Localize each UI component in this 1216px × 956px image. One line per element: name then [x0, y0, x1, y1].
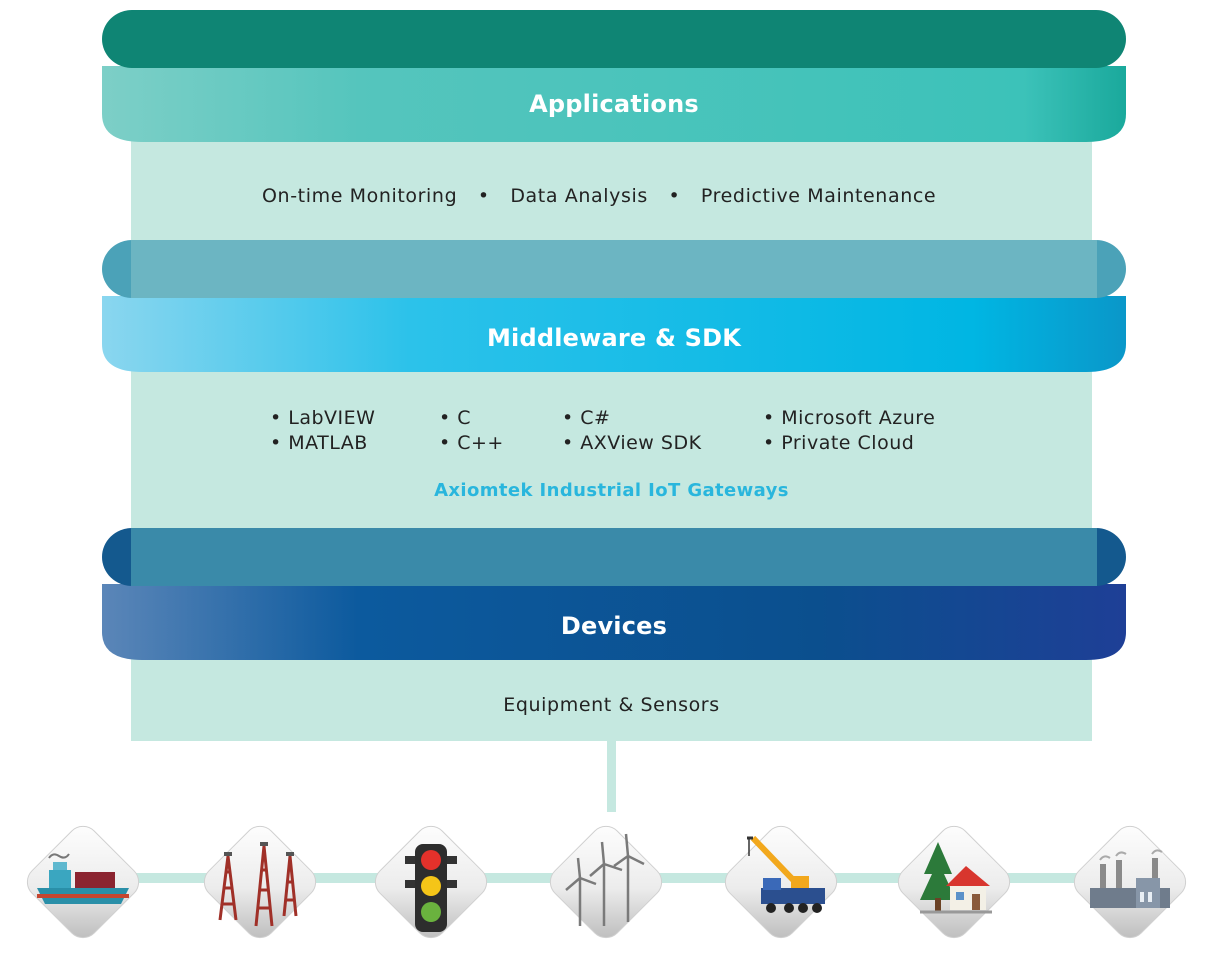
- sdk-item: • AXView SDK: [562, 432, 702, 454]
- sdk-item: • C++: [439, 432, 504, 454]
- bullet-separator: •: [668, 185, 681, 207]
- sdk-item: • C: [439, 407, 472, 429]
- factory-icon: [1056, 808, 1204, 956]
- crane-truck-icon: [707, 808, 855, 956]
- wind-turbine-icon: [532, 808, 680, 956]
- applications-items: On-time Monitoring • Data Analysis • Pre…: [262, 185, 936, 207]
- sdk-item: • C#: [562, 407, 611, 429]
- bullet-separator: •: [477, 185, 490, 207]
- devices-title: Devices: [560, 612, 668, 640]
- middleware-band: Middleware & SDK: [102, 240, 1126, 372]
- ship-icon: [9, 808, 157, 956]
- sdk-item: • LabVIEW: [270, 407, 376, 429]
- app-item: Data Analysis: [510, 185, 648, 207]
- sdk-item: • Microsoft Azure: [763, 407, 936, 429]
- connection-stem: [607, 740, 616, 812]
- oil-rig-icon: [186, 808, 334, 956]
- traffic-light-icon: [357, 808, 505, 956]
- devices-subtitle: Equipment & Sensors: [503, 694, 720, 716]
- devices-band: Devices: [102, 528, 1126, 660]
- sdk-item: • Private Cloud: [763, 432, 915, 454]
- gateway-label: Axiomtek Industrial IoT Gateways: [434, 480, 789, 501]
- applications-band: Applications: [102, 10, 1126, 142]
- applications-title: Applications: [529, 90, 699, 118]
- app-item: On-time Monitoring: [262, 185, 458, 207]
- sdk-item: • MATLAB: [270, 432, 368, 454]
- middleware-title: Middleware & SDK: [486, 324, 742, 352]
- house-icon: [880, 808, 1028, 956]
- app-item: Predictive Maintenance: [700, 185, 937, 207]
